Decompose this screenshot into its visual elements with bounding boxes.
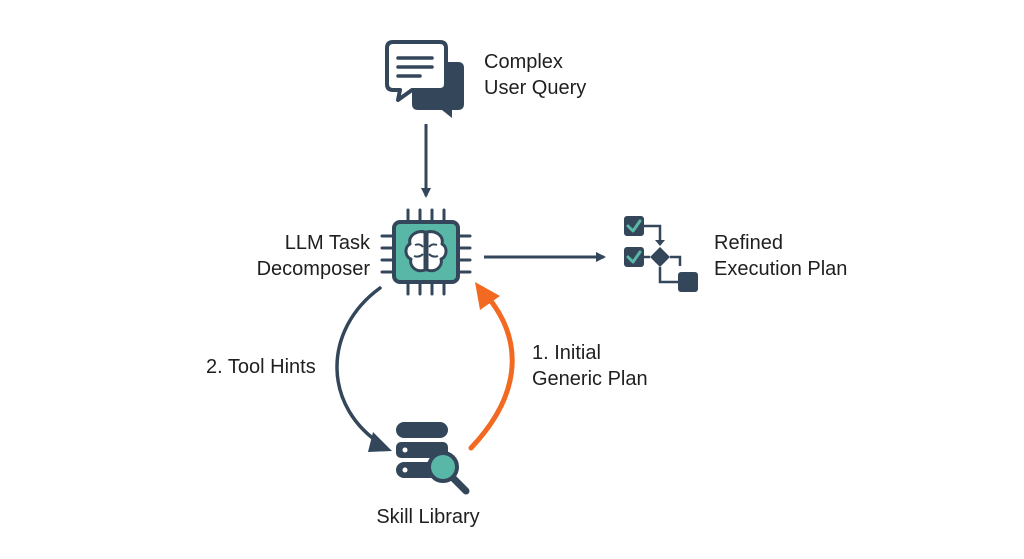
edge-initial-plan-label: 1. Initial Generic Plan: [532, 340, 648, 392]
arrow-tool-hints-head: [368, 432, 392, 452]
decomposer-line1: LLM Task: [284, 232, 370, 254]
user-query-line1: Complex: [484, 51, 563, 73]
user-query-line2: User Query: [484, 77, 587, 99]
node-user-query-label: Complex User Query: [484, 49, 586, 101]
initial-plan-line1: 1. Initial: [532, 342, 601, 364]
skill-library-text: Skill Library: [376, 506, 480, 528]
initial-plan-line2: Generic Plan: [532, 368, 648, 390]
execution-plan-line2: Execution Plan: [714, 258, 848, 280]
node-skill-library-label: Skill Library: [340, 504, 516, 530]
arrow-initial-plan: [468, 293, 515, 451]
arrow-tool-hints: [335, 286, 386, 448]
tool-hints-text: 2. Tool Hints: [206, 356, 316, 378]
brain-chip-icon: [380, 208, 472, 296]
node-execution-plan-label: Refined Execution Plan: [714, 230, 847, 282]
node-decomposer-label: LLM Task Decomposer: [196, 230, 370, 282]
decomposer-line2: Decomposer: [256, 258, 370, 280]
arrow-initial-plan-head: [475, 282, 500, 310]
edge-tool-hints-label: 2. Tool Hints: [206, 354, 316, 380]
chat-bubbles-icon: [385, 40, 464, 118]
execution-plan-line1: Refined: [714, 232, 783, 254]
database-search-icon: [396, 422, 470, 495]
flowchart-checklist-icon: [624, 216, 698, 292]
